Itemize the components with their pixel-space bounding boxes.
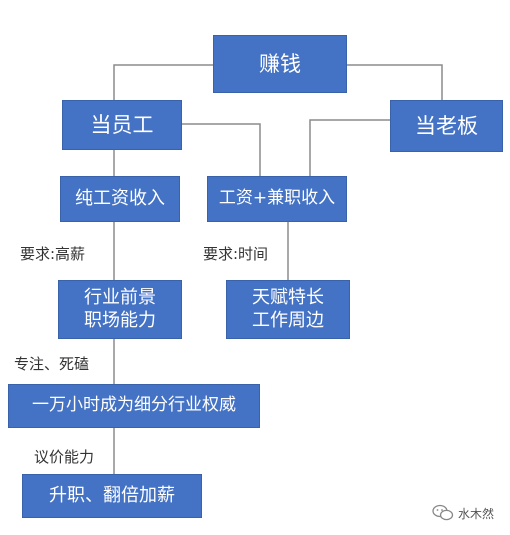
node-industry-ability: 行业前景 职场能力 bbox=[58, 280, 182, 339]
label-bargaining: 议价能力 bbox=[34, 448, 95, 466]
node-ten-thousand-hours: 一万小时成为细分行业权威 bbox=[8, 384, 260, 428]
node-pure-salary-label: 纯工资收入 bbox=[75, 187, 165, 209]
watermark-text: 水木然 bbox=[458, 506, 495, 521]
node-industry-ability-line2: 职场能力 bbox=[84, 309, 156, 331]
node-talent-surroundings-line1: 天赋特长 bbox=[252, 287, 324, 308]
node-pure-salary: 纯工资收入 bbox=[60, 176, 180, 222]
node-make-money: 赚钱 bbox=[213, 35, 347, 93]
node-employee-label: 当员工 bbox=[90, 112, 154, 137]
node-talent-surroundings: 天赋特长 工作周边 bbox=[226, 280, 350, 339]
node-boss: 当老板 bbox=[390, 100, 503, 152]
node-talent-surroundings-line2: 工作周边 bbox=[252, 309, 324, 331]
node-salary-parttime: 工资+兼职收入 bbox=[207, 176, 347, 222]
watermark: 水木然 bbox=[432, 504, 494, 522]
label-require-time: 要求:时间 bbox=[203, 245, 269, 263]
node-employee: 当员工 bbox=[62, 100, 182, 150]
node-ten-thousand-hours-label: 一万小时成为细分行业权威 bbox=[32, 395, 236, 416]
node-salary-parttime-label: 工资+兼职收入 bbox=[218, 188, 336, 209]
node-boss-label: 当老板 bbox=[415, 113, 478, 138]
node-make-money-label: 赚钱 bbox=[259, 51, 301, 76]
node-promotion: 升职、翻倍加薪 bbox=[22, 474, 202, 518]
wechat-icon bbox=[432, 504, 454, 521]
node-promotion-label: 升职、翻倍加薪 bbox=[49, 484, 175, 506]
label-focus: 专注、死磕 bbox=[14, 355, 90, 373]
node-industry-ability-line1: 行业前景 bbox=[84, 287, 156, 308]
label-require-high-salary: 要求:高薪 bbox=[20, 245, 86, 263]
